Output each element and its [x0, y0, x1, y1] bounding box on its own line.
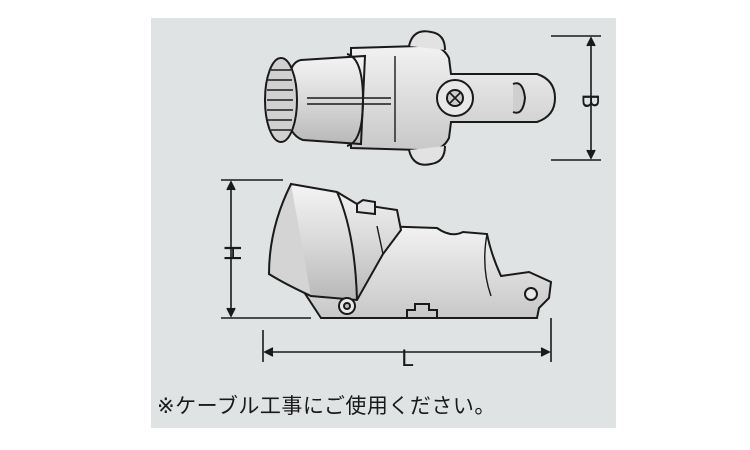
dimension-l-label: L: [401, 347, 414, 372]
dimension-b: [551, 35, 601, 161]
dimension-h-label: H: [218, 244, 244, 262]
connector-technical-drawing: [221, 30, 601, 362]
top-view-collar: [346, 53, 365, 147]
usage-note: ※ケーブル工事にご使用ください。: [157, 394, 496, 418]
dimension-h: [221, 179, 311, 319]
side-view-ear-screw: [524, 287, 538, 301]
top-view-lower-lug: [408, 145, 446, 166]
diagram-panel: B H L ※ケーブル工事にご使用ください。: [151, 18, 616, 428]
top-view-mouth-ribs: [267, 69, 293, 131]
top-view: [264, 30, 557, 166]
side-view-clip: [356, 198, 376, 216]
side-view-mouth: [267, 183, 312, 297]
top-view-barrel: [285, 54, 367, 146]
side-view: [267, 182, 553, 319]
dimension-b-label: B: [576, 93, 602, 109]
dimension-l: [262, 318, 552, 362]
top-view-ear-slot: [512, 82, 527, 114]
top-view-upper-lug: [408, 30, 446, 51]
